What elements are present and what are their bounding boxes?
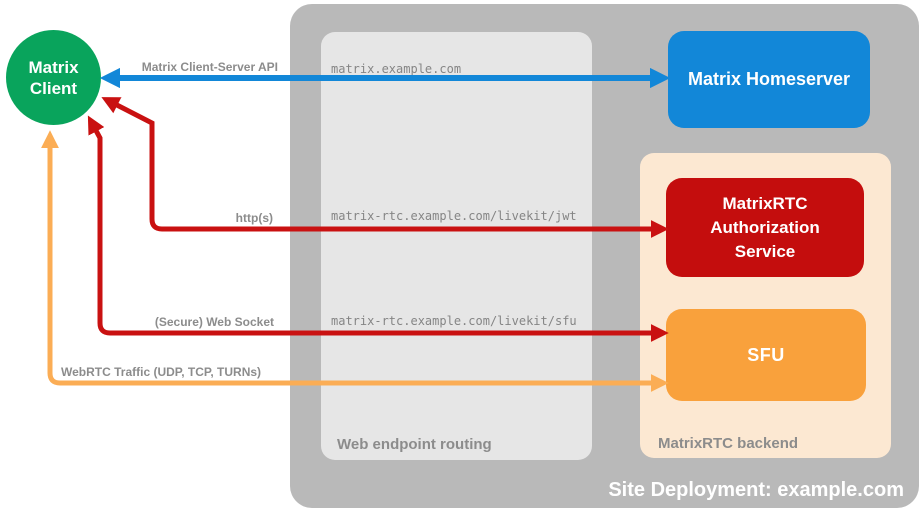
- endpoint-url-matrix: matrix.example.com: [331, 62, 462, 76]
- endpoint-url-livekit-jwt: matrix-rtc.example.com/livekit/jwt: [331, 209, 577, 223]
- matrix-client-node: Matrix Client: [6, 30, 101, 125]
- secure-web-socket-label: (Secure) Web Socket: [154, 315, 274, 329]
- matrixrtc-backend-label: MatrixRTC backend: [658, 435, 799, 452]
- sfu-node: SFU: [666, 309, 866, 401]
- site-deployment-label: Site Deployment: example.com: [608, 479, 904, 501]
- matrix-homeserver-node: Matrix Homeserver: [668, 31, 870, 128]
- matrixrtc-authorization-service-node: MatrixRTC Authorization Service: [666, 178, 864, 277]
- endpoint-url-livekit-sfu: matrix-rtc.example.com/livekit/sfu: [331, 314, 577, 328]
- webrtc-traffic-label: WebRTC Traffic (UDP, TCP, TURNs): [61, 365, 262, 379]
- https-label: http(s): [235, 211, 273, 225]
- client-server-api-label: Matrix Client-Server API: [141, 60, 278, 74]
- web-endpoint-routing-label: Web endpoint routing: [337, 436, 492, 453]
- web-endpoint-routing-container: [321, 32, 592, 460]
